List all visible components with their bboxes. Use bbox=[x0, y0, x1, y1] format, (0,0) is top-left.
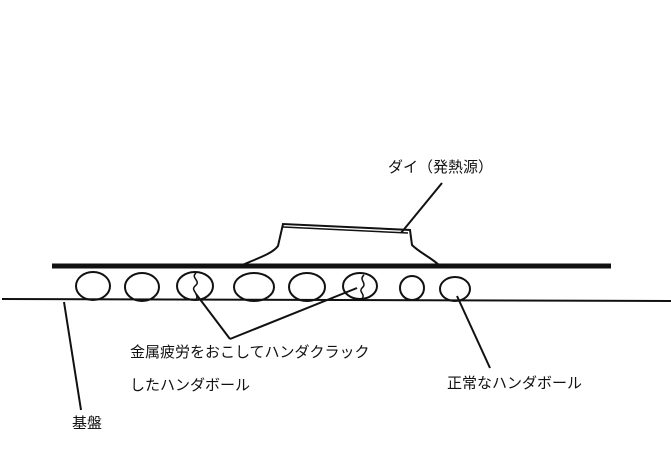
solder-ball bbox=[439, 276, 471, 302]
cracked-solder-ball bbox=[176, 271, 214, 301]
solder-ball bbox=[233, 272, 275, 302]
solder-ball bbox=[75, 271, 111, 301]
cracked-ball-label-line2: したハンダボール bbox=[130, 376, 251, 394]
substrate-line bbox=[1, 298, 671, 302]
solder-ball bbox=[288, 272, 326, 302]
cracked-ball-label-line1: 金属疲労をおこしてハンダクラック bbox=[130, 343, 370, 361]
die-top-inner-line bbox=[282, 226, 409, 234]
cracked-solder-ball bbox=[342, 272, 378, 300]
substrate-leader-line bbox=[63, 301, 82, 411]
substrate-label: 基盤 bbox=[72, 414, 103, 432]
cracked-leader-line bbox=[229, 287, 358, 340]
solder-ball bbox=[399, 275, 425, 301]
solder-ball bbox=[124, 272, 160, 302]
crack-mark bbox=[360, 274, 365, 300]
cracked-leader-line bbox=[195, 293, 231, 340]
normal-ball-label: 正常なハンダボール bbox=[447, 374, 583, 392]
die-leader-line bbox=[400, 182, 443, 234]
die-shape bbox=[239, 222, 441, 267]
die-label: ダイ（発熱源） bbox=[388, 158, 494, 176]
normal-leader-line bbox=[456, 295, 491, 369]
